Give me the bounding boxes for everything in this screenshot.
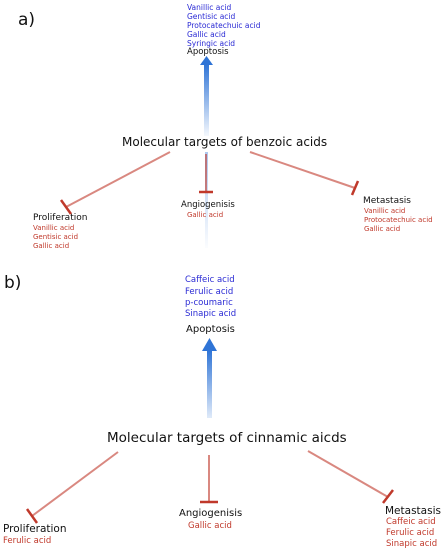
panel-a-proliferation-inhibit-line xyxy=(65,151,171,208)
panel-b-apoptosis-arrow-shaft xyxy=(207,350,212,418)
compound: Syringic acid xyxy=(187,39,236,48)
compound: Vanillic acid xyxy=(187,3,232,12)
compound: p-coumaric xyxy=(185,298,233,308)
panel-b-apoptosis-label: Apoptosis xyxy=(186,324,235,335)
panel-a: a) Vanillic acid Gentisic acid Prot xyxy=(0,0,445,270)
compound: Ferulic acid xyxy=(3,536,52,546)
panel-b-label: b) xyxy=(4,273,22,293)
compound: Gallic acid xyxy=(364,225,401,233)
compound: Protocatechuic acid xyxy=(364,216,433,224)
compound: Protocatechuic acid xyxy=(187,21,261,30)
panel-a-metastasis-inhibit-bar xyxy=(350,180,360,196)
panel-a-metastasis-inhibit-line xyxy=(249,151,356,189)
panel-a-apoptosis-arrow-tail xyxy=(205,152,208,248)
panel-b-angiogenesis-label: Angiogenisis xyxy=(179,508,243,519)
panel-a-proliferation-label: Proliferation xyxy=(33,213,88,223)
panel-b-metastasis-label: Metastasis xyxy=(385,505,441,517)
compound: Gallic acid xyxy=(33,242,70,250)
compound: Gentisic acid xyxy=(33,233,79,241)
compound: Caffeic acid xyxy=(185,275,235,285)
panel-b-apoptosis-arrowhead xyxy=(202,338,217,351)
compound: Vanillic acid xyxy=(33,224,75,232)
compound: Gallic acid xyxy=(187,211,224,219)
panel-a-label: a) xyxy=(18,10,36,30)
panel-a-arrows xyxy=(59,56,360,248)
panel-a-apoptosis-arrow-shaft xyxy=(204,64,209,136)
compound: Sinapic acid xyxy=(386,539,438,549)
compound: Sinapic acid xyxy=(185,309,237,319)
compound: Gentisic acid xyxy=(187,12,236,21)
panel-b-metastasis-inhibit-bar xyxy=(382,489,394,504)
panel-a-angiogenesis-label: Angiogenisis xyxy=(181,200,235,210)
compound: Gallic acid xyxy=(187,30,226,39)
panel-a-apoptosis-label: Apoptosis xyxy=(187,47,229,57)
panel-a-metastasis-label: Metastasis xyxy=(363,196,411,206)
panel-a-proliferation-inhibit-bar xyxy=(59,199,73,215)
compound: Caffeic acid xyxy=(386,517,436,527)
compound: Vanillic acid xyxy=(364,207,406,215)
panel-b-proliferation-label: Proliferation xyxy=(3,523,67,535)
panel-b-title: Molecular targets of cinnamic aicds xyxy=(107,430,347,446)
compound: Ferulic acid xyxy=(386,528,435,538)
panel-a-apoptosis-arrowhead xyxy=(200,56,213,65)
panel-b-metastasis-inhibit-line xyxy=(307,450,389,498)
panel-b-proliferation-inhibit-line xyxy=(31,451,119,517)
compound: Ferulic acid xyxy=(185,287,234,297)
panel-a-title: Molecular targets of benzoic acids xyxy=(122,135,328,149)
panel-b-proliferation-inhibit-bar xyxy=(25,508,39,524)
compound: Gallic acid xyxy=(188,521,232,531)
